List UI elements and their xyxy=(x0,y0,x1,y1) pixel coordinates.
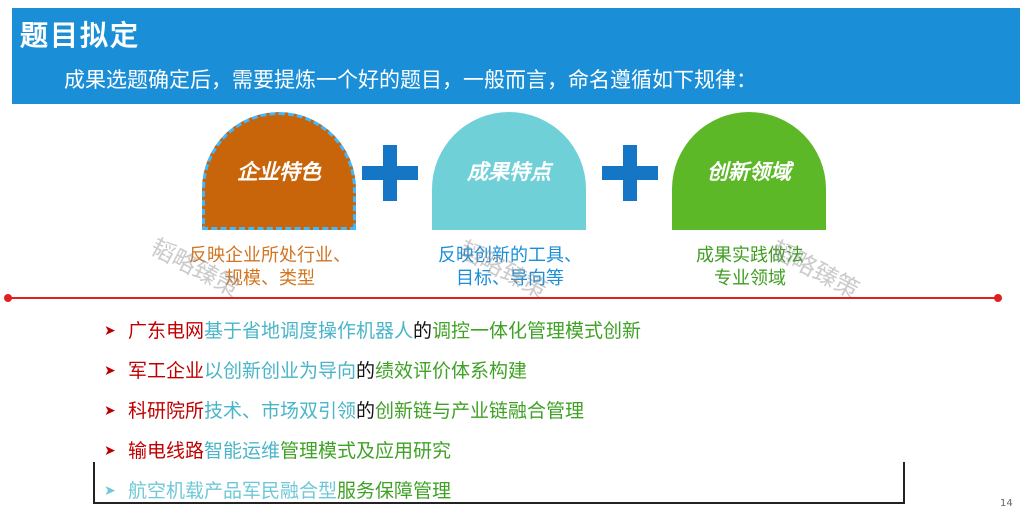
page-title: 题目拟定 xyxy=(20,19,141,52)
watermark: 韬略臻策 xyxy=(145,232,244,303)
divider-dot xyxy=(994,294,1002,302)
field-text: 创新链与产业链融合管理 xyxy=(375,400,585,422)
bubble-enterprise-feature: 企业特色 xyxy=(202,112,356,230)
caption-line: 专业领域 xyxy=(714,268,786,289)
bubble-innovation-field: 创新领域 xyxy=(672,112,826,230)
field-text: 调控一体化管理模式创新 xyxy=(432,320,642,342)
method-text: 智能运维 xyxy=(204,440,281,462)
watermark: 韬略臻策 xyxy=(765,234,864,305)
connector-text: 的 xyxy=(356,360,376,382)
method-text: 以创新创业为导向 xyxy=(204,360,357,382)
list-item: ➤ 科研院所技术、市场双引领的创新链与产业链融合管理 xyxy=(104,396,584,423)
connector-text: 的 xyxy=(356,400,376,422)
list-item: ➤ 输电线路智能运维管理模式及应用研究 xyxy=(104,436,451,463)
field-text: 管理模式及应用研究 xyxy=(280,440,452,462)
bubble-label: 创新领域 xyxy=(707,160,791,184)
list-item: ➤ 军工企业以创新创业为导向的绩效评价体系构建 xyxy=(104,356,527,383)
caption-line: 目标、导向等 xyxy=(456,268,564,289)
divider-line xyxy=(8,297,998,299)
arrow-bullet-icon: ➤ xyxy=(104,443,116,459)
subject-text: 广东电网 xyxy=(128,320,205,342)
arrow-bullet-icon: ➤ xyxy=(104,483,116,499)
subject-text: 军工企业 xyxy=(128,360,205,382)
bubble-label: 成果特点 xyxy=(467,160,551,184)
bubble-caption: 成果实践做法 专业领域 xyxy=(640,244,860,290)
arrow-bullet-icon: ➤ xyxy=(104,323,116,339)
page-subtitle: 成果选题确定后，需要提炼一个好的题目，一般而言，命名遵循如下规律： xyxy=(64,68,757,92)
field-text: 绩效评价体系构建 xyxy=(375,360,528,382)
caption-line: 成果实践做法 xyxy=(696,245,804,266)
subject-text: 科研院所 xyxy=(128,400,205,422)
method-text: 技术、市场双引领 xyxy=(204,400,357,422)
caption-line: 反映创新的工具、 xyxy=(438,245,582,266)
method-text: 基于省地调度操作机器人 xyxy=(204,320,414,342)
arrow-bullet-icon: ➤ xyxy=(104,363,116,379)
watermark: 韬略臻策 xyxy=(453,234,552,305)
highlight-box xyxy=(93,462,905,504)
list-item: ➤ 航空机载产品军民融合型服务保障管理 xyxy=(104,476,451,503)
connector-text: 的 xyxy=(413,320,433,342)
bubble-caption: 反映企业所处行业、 规模、类型 xyxy=(160,244,380,290)
field-text: 服务保障管理 xyxy=(337,480,452,502)
subject-text: 航空机载产品军民融合型 xyxy=(128,480,338,502)
list-item: ➤ 广东电网基于省地调度操作机器人的调控一体化管理模式创新 xyxy=(104,316,641,343)
bubble-achievement-feature: 成果特点 xyxy=(432,112,586,230)
header-banner: 题目拟定 成果选题确定后，需要提炼一个好的题目，一般而言，命名遵循如下规律： xyxy=(12,8,1020,104)
caption-line: 反映企业所处行业、 xyxy=(189,245,351,266)
bubble-caption: 反映创新的工具、 目标、导向等 xyxy=(400,244,620,290)
divider-dot xyxy=(4,294,12,302)
caption-line: 规模、类型 xyxy=(225,268,315,289)
page-number: 14 xyxy=(1000,498,1013,509)
arrow-bullet-icon: ➤ xyxy=(104,403,116,419)
plus-icon xyxy=(602,145,658,201)
bubble-label: 企业特色 xyxy=(237,160,321,184)
plus-icon xyxy=(362,145,418,201)
subject-text: 输电线路 xyxy=(128,440,205,462)
